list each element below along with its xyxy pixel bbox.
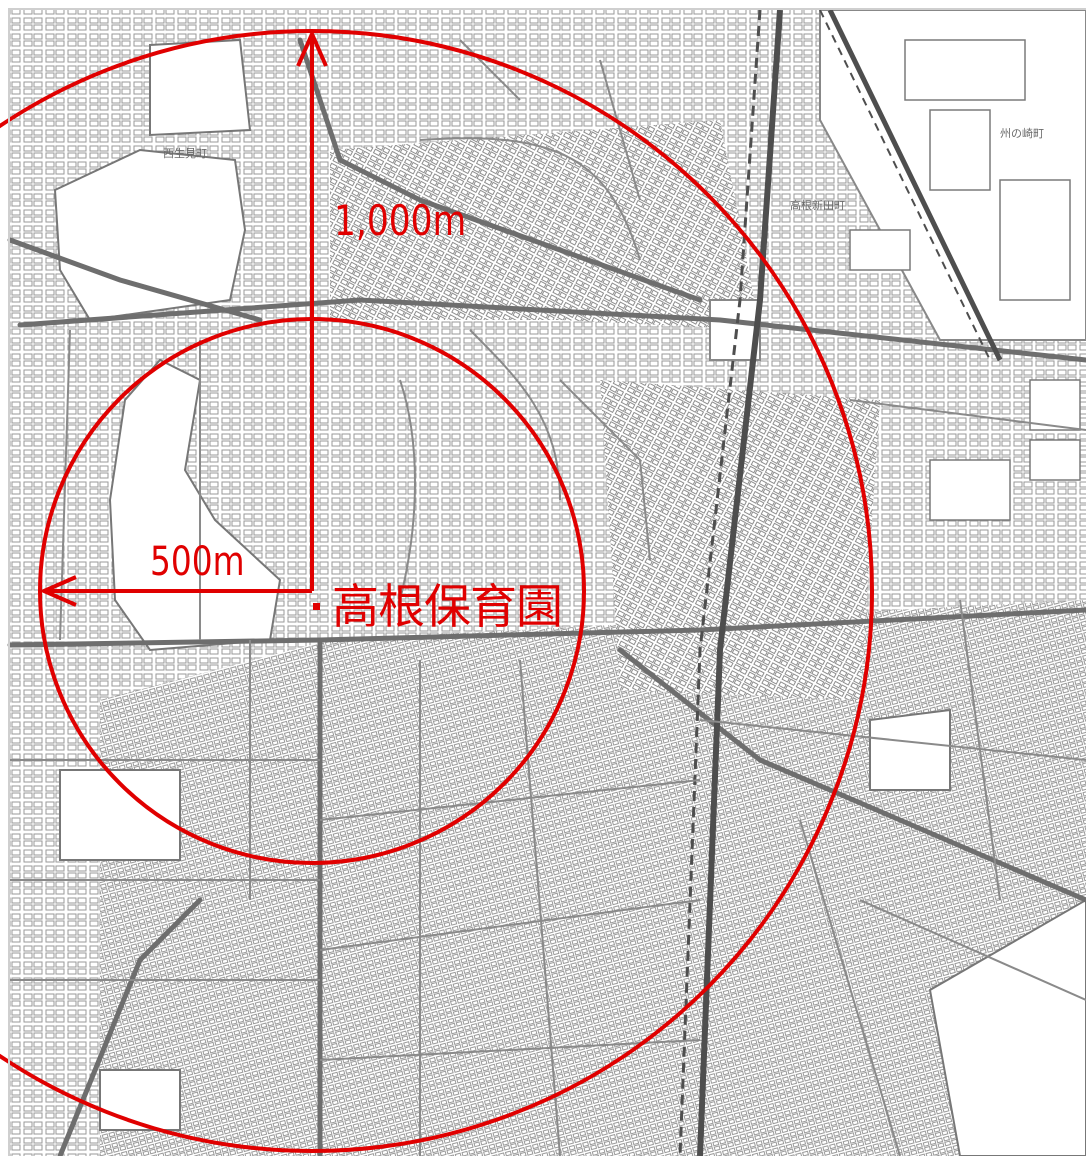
rail-yard [709,299,761,361]
place-label: 州の崎町 [1000,127,1044,140]
frame-border-left [8,8,10,1156]
square-dot-icon [313,603,320,610]
grounds-east [869,708,951,791]
major-roads [7,37,1086,1156]
distance-overlay [0,29,874,1153]
radius-500m-label: 500m [150,539,245,585]
school-field [59,769,181,861]
place-label: 西生見町 [163,147,207,160]
field-top [149,38,252,137]
arrowhead-icon [296,29,328,67]
pond [108,358,282,652]
frame-border-top [10,8,1086,10]
upper-park [53,148,247,322]
industrial-buildings [849,39,1081,521]
facility-name-label: 高根保育園 [332,580,563,635]
streets [10,39,1086,1156]
arrowhead-icon [39,575,77,607]
radius-1000m-label: 1,000m [334,196,467,245]
school-field-2 [99,1069,181,1131]
place-label: 高根新田町 [790,199,845,212]
railway [678,8,1003,1156]
waterfront [928,898,1086,1156]
